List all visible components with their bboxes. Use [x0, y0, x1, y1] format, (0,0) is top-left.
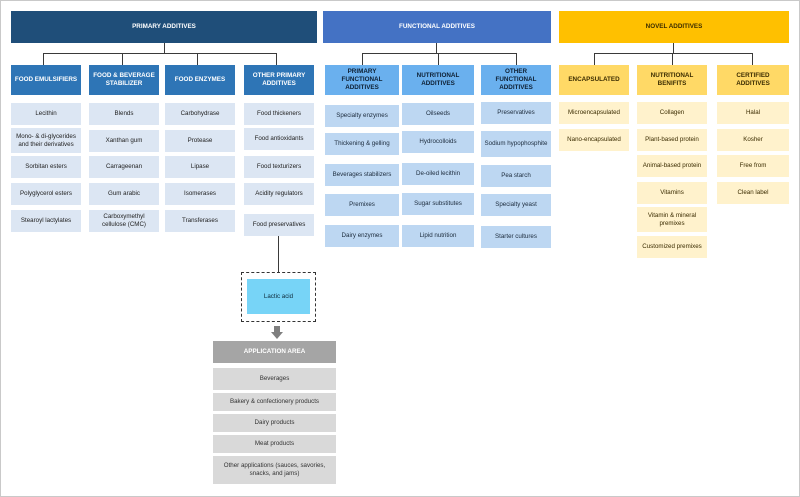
list-item: Stearoyl lactylates	[11, 210, 81, 232]
category-primary-functional-additives: PRIMARY FUNCTIONAL ADDITIVES	[325, 65, 399, 95]
list-item: Carrageenan	[89, 156, 159, 178]
list-item: Sodium hypophosphite	[481, 131, 551, 157]
list-item: Lipase	[165, 156, 235, 178]
novel-additives-header: NOVEL ADDITIVES	[559, 11, 789, 43]
list-item: Beverages	[213, 368, 336, 390]
category-other-functional-additives: OTHER FUNCTIONAL ADDITIVES	[481, 65, 551, 95]
functional-additives-header: FUNCTIONAL ADDITIVES	[323, 11, 551, 43]
connector-line	[197, 53, 198, 65]
list-item: Starter cultures	[481, 226, 551, 248]
category-other-primary-additives: OTHER PRIMARY ADDITIVES	[244, 65, 314, 95]
list-item: Meat products	[213, 435, 336, 453]
list-item: Kosher	[717, 129, 789, 151]
application-area-header: APPLICATION AREA	[213, 341, 336, 363]
list-item: Preservatives	[481, 102, 551, 124]
connector-line	[43, 53, 276, 54]
list-item: Halal	[717, 102, 789, 124]
list-item: Collagen	[637, 102, 707, 124]
list-item: Vitamins	[637, 182, 707, 204]
category-nutritional-benifits: NUTRITIONAL BENIFITS	[637, 65, 707, 95]
list-item: Polyglycerol esters	[11, 183, 81, 205]
connector-line	[438, 53, 439, 65]
list-item: Xanthan gum	[89, 130, 159, 152]
list-item: De-oiled lecithin	[402, 163, 474, 185]
category-encapsulated: ENCAPSULATED	[559, 65, 629, 95]
list-item: Lipid nutrition	[402, 225, 474, 247]
list-item: Other applications (sauces, savories, sn…	[213, 456, 336, 484]
category-food-enzymes: FOOD ENZYMES	[165, 65, 235, 95]
list-item: Food antioxidants	[244, 128, 314, 150]
list-item: Gum arabic	[89, 183, 159, 205]
connector-line	[594, 53, 752, 54]
list-item: Specialty yeast	[481, 194, 551, 216]
category-food-beverage-stabilizer: FOOD & BEVERAGE STABILIZER	[89, 65, 159, 95]
connector-line	[752, 53, 753, 65]
list-item: Bakery & confectionery products	[213, 393, 336, 411]
list-item: Food thickeners	[244, 103, 314, 125]
primary-additives-header: PRIMARY ADDITIVES	[11, 11, 317, 43]
list-item: Specialty enzymes	[325, 105, 399, 127]
list-item: Premixes	[325, 194, 399, 216]
list-item: Lecithin	[11, 103, 81, 125]
connector-line	[164, 43, 165, 54]
connector-line	[362, 53, 517, 54]
list-item: Sugar substitutes	[402, 193, 474, 215]
list-item: Protease	[165, 130, 235, 152]
list-item: Animal-based protein	[637, 155, 707, 177]
list-item: Oilseeds	[402, 103, 474, 125]
list-item: Pea starch	[481, 165, 551, 187]
list-item: Free from	[717, 155, 789, 177]
list-item: Plant-based protein	[637, 129, 707, 151]
list-item: Carbohydrase	[165, 103, 235, 125]
category-nutritional-additives: NUTRITIONAL ADDITIVES	[402, 65, 474, 95]
list-item: Dairy products	[213, 414, 336, 432]
list-item: Food texturizers	[244, 156, 314, 178]
category-food-emulsifiers: FOOD EMULSIFIERS	[11, 65, 81, 95]
category-certified-additives: CERTIFIED ADDITIVES	[717, 65, 789, 95]
connector-line	[278, 236, 279, 272]
connector-line	[276, 53, 277, 65]
list-item: Acidity regulators	[244, 183, 314, 205]
list-item: Nano-encapsulated	[559, 129, 629, 151]
list-item: Customized premixes	[637, 236, 707, 258]
connector-line	[43, 53, 44, 65]
list-item: Sorbitan esters	[11, 156, 81, 178]
list-item: Microencapsulated	[559, 102, 629, 124]
connector-line	[516, 53, 517, 65]
list-item: Carboxymethyl cellulose (CMC)	[89, 210, 159, 232]
list-item: Blends	[89, 103, 159, 125]
list-item: Hydrocolloids	[402, 131, 474, 153]
lactic-acid-dashed-frame	[241, 272, 316, 322]
list-item: Transferases	[165, 210, 235, 232]
list-item: Vitamin & mineral premixes	[637, 207, 707, 232]
connector-line	[362, 53, 363, 65]
list-item: Isomerases	[165, 183, 235, 205]
lactic-acid-box: Lactic acid	[247, 279, 310, 314]
list-item: Thickening & gelling	[325, 133, 399, 155]
list-item: Mono- & di-glycerides and their derivati…	[11, 128, 81, 153]
connector-line	[122, 53, 123, 65]
list-item: Food preservatives	[244, 214, 314, 236]
list-item: Clean label	[717, 182, 789, 204]
list-item: Dairy enzymes	[325, 225, 399, 247]
connector-line	[672, 53, 673, 65]
list-item: Beverages stabilizers	[325, 164, 399, 186]
arrow-head-icon	[271, 332, 283, 339]
connector-line	[594, 53, 595, 65]
connector-line	[673, 43, 674, 54]
connector-line	[436, 43, 437, 54]
arrow-down-icon	[274, 326, 280, 332]
